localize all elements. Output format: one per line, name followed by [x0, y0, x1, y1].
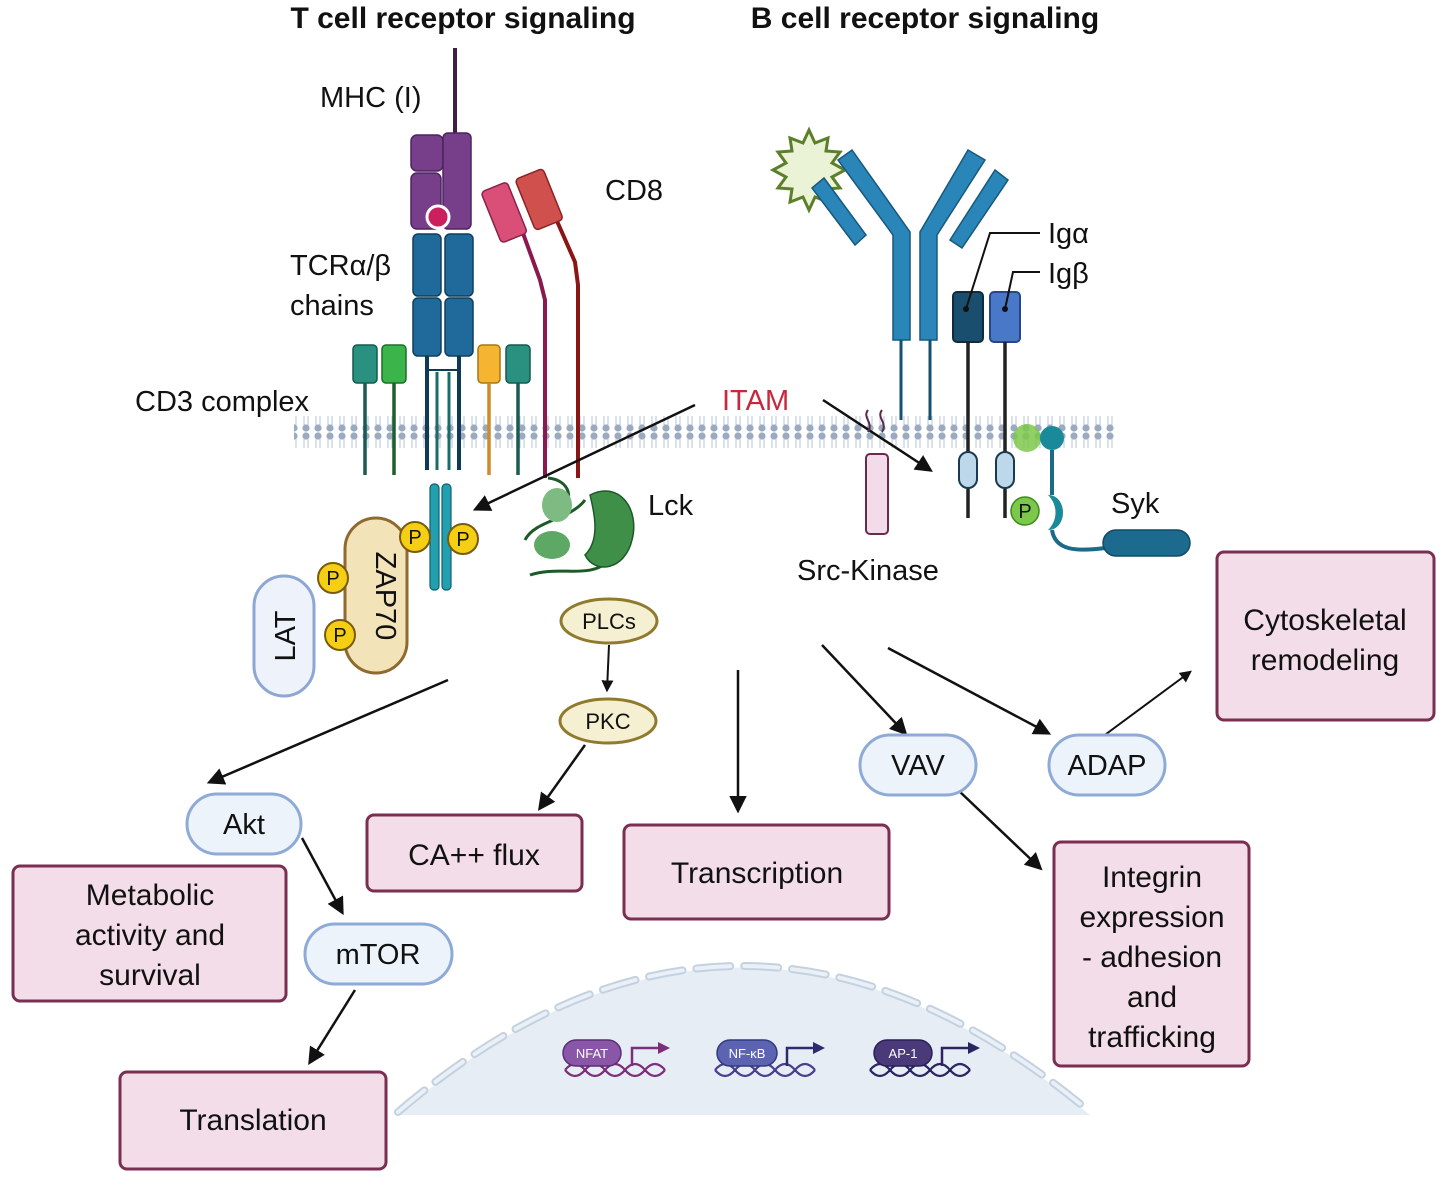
arrow-plcs-to-pkc [601, 644, 614, 693]
arrow-itam-to-bcr [822, 398, 933, 472]
phospho-label: P [1018, 501, 1031, 523]
outcome-line: Integrin [1102, 861, 1202, 894]
outcome-line: and [1127, 981, 1177, 1014]
arrow-to-vav [821, 644, 908, 736]
syk-kinase: P [1010, 424, 1191, 557]
phospho-label: P [456, 529, 469, 551]
phospho-group-tcr: P P P P [317, 521, 479, 651]
pkc-label: PKC [585, 709, 630, 734]
lck-label: Lck [648, 490, 694, 522]
outcome-label: CA++ flux [408, 839, 540, 872]
outcome-line: survival [99, 959, 201, 992]
phospho-label: P [333, 625, 346, 647]
lck-kinase [523, 476, 635, 577]
lat: LAT [252, 574, 316, 698]
node-plcs: PLCs [559, 597, 659, 645]
outcome-cytoskeletal: Cytoskeletal remodeling [1215, 550, 1436, 722]
src-kinase [865, 409, 889, 535]
cd3-complex [352, 344, 531, 475]
zap70-label: ZAP70 [369, 552, 401, 641]
phospho-label: P [326, 568, 339, 590]
outcome-ca-flux: CA++ flux [365, 813, 584, 893]
outcome-metabolic: Metabolic activity and survival [11, 864, 288, 1003]
cd8 [481, 168, 580, 478]
cell-membrane [294, 416, 1116, 452]
b-cell-receptor [769, 126, 1040, 518]
arrow-akt-to-mtor [300, 837, 344, 916]
outcome-line: - adhesion [1082, 941, 1222, 974]
outcome-transcription: Transcription [622, 823, 891, 921]
tf-label: NF-κB [729, 1046, 766, 1061]
tf-label: AP-1 [889, 1046, 918, 1061]
zap70: ZAP70 [343, 516, 409, 675]
cd8-label: CD8 [605, 175, 663, 207]
outcome-line: trafficking [1088, 1021, 1216, 1054]
bcell-title: B cell receptor signaling [751, 2, 1099, 35]
arrow-to-adap [887, 646, 1052, 735]
cd3-label: CD3 complex [135, 386, 310, 418]
arrow-adap-to-cytoskeletal [1097, 670, 1192, 741]
plcs-label: PLCs [582, 609, 636, 634]
outcome-line: expression [1079, 901, 1224, 934]
node-pkc: PKC [558, 697, 658, 745]
outcome-label: Translation [179, 1104, 326, 1137]
tcr-label-line2: chains [290, 290, 374, 322]
tcr-label-line1: TCRα/β [290, 250, 391, 282]
outcome-translation: Translation [118, 1070, 388, 1171]
outcome-line: remodeling [1251, 644, 1399, 677]
tf-nfkb: NF-κB [714, 1039, 825, 1078]
outcome-line: Metabolic [86, 879, 214, 912]
tcr-alpha-beta [412, 233, 474, 591]
arrow-mtor-to-translation [308, 989, 357, 1065]
outcome-line: activity and [75, 919, 225, 952]
tf-label: NFAT [576, 1046, 608, 1061]
arrow-itam-to-tcr [472, 403, 696, 511]
tcell-title: T cell receptor signaling [290, 2, 635, 35]
lat-label: LAT [270, 610, 302, 661]
mtor-label: mTOR [336, 939, 421, 971]
arrow-pkc-to-ca-flux [537, 744, 587, 811]
tf-nfat: NFAT [562, 1039, 670, 1078]
node-mtor: mTOR [303, 922, 454, 986]
akt-label: Akt [223, 809, 265, 841]
node-adap: ADAP [1047, 733, 1167, 797]
outcome-label: Transcription [671, 857, 843, 890]
src-kinase-label: Src-Kinase [797, 555, 939, 587]
arrow-to-akt [206, 678, 449, 785]
phospho-label: P [408, 527, 421, 549]
tf-ap1: AP-1 [869, 1039, 980, 1078]
mhc-label: MHC (I) [320, 82, 421, 114]
outcome-line: Cytoskeletal [1243, 604, 1406, 637]
outcome-integrin: Integrin expression - adhesion and traff… [1052, 840, 1251, 1068]
arrow-vav-to-integrin [957, 789, 1043, 871]
node-vav: VAV [858, 733, 978, 797]
vav-label: VAV [891, 750, 945, 782]
ig-beta-label: Igβ [1048, 258, 1089, 290]
itam-label: ITAM [722, 385, 789, 417]
mhc-i [410, 48, 472, 230]
node-akt: Akt [185, 792, 303, 856]
syk-label: Syk [1111, 488, 1160, 520]
adap-label: ADAP [1068, 750, 1147, 782]
ig-alpha-label: Igα [1048, 218, 1089, 250]
